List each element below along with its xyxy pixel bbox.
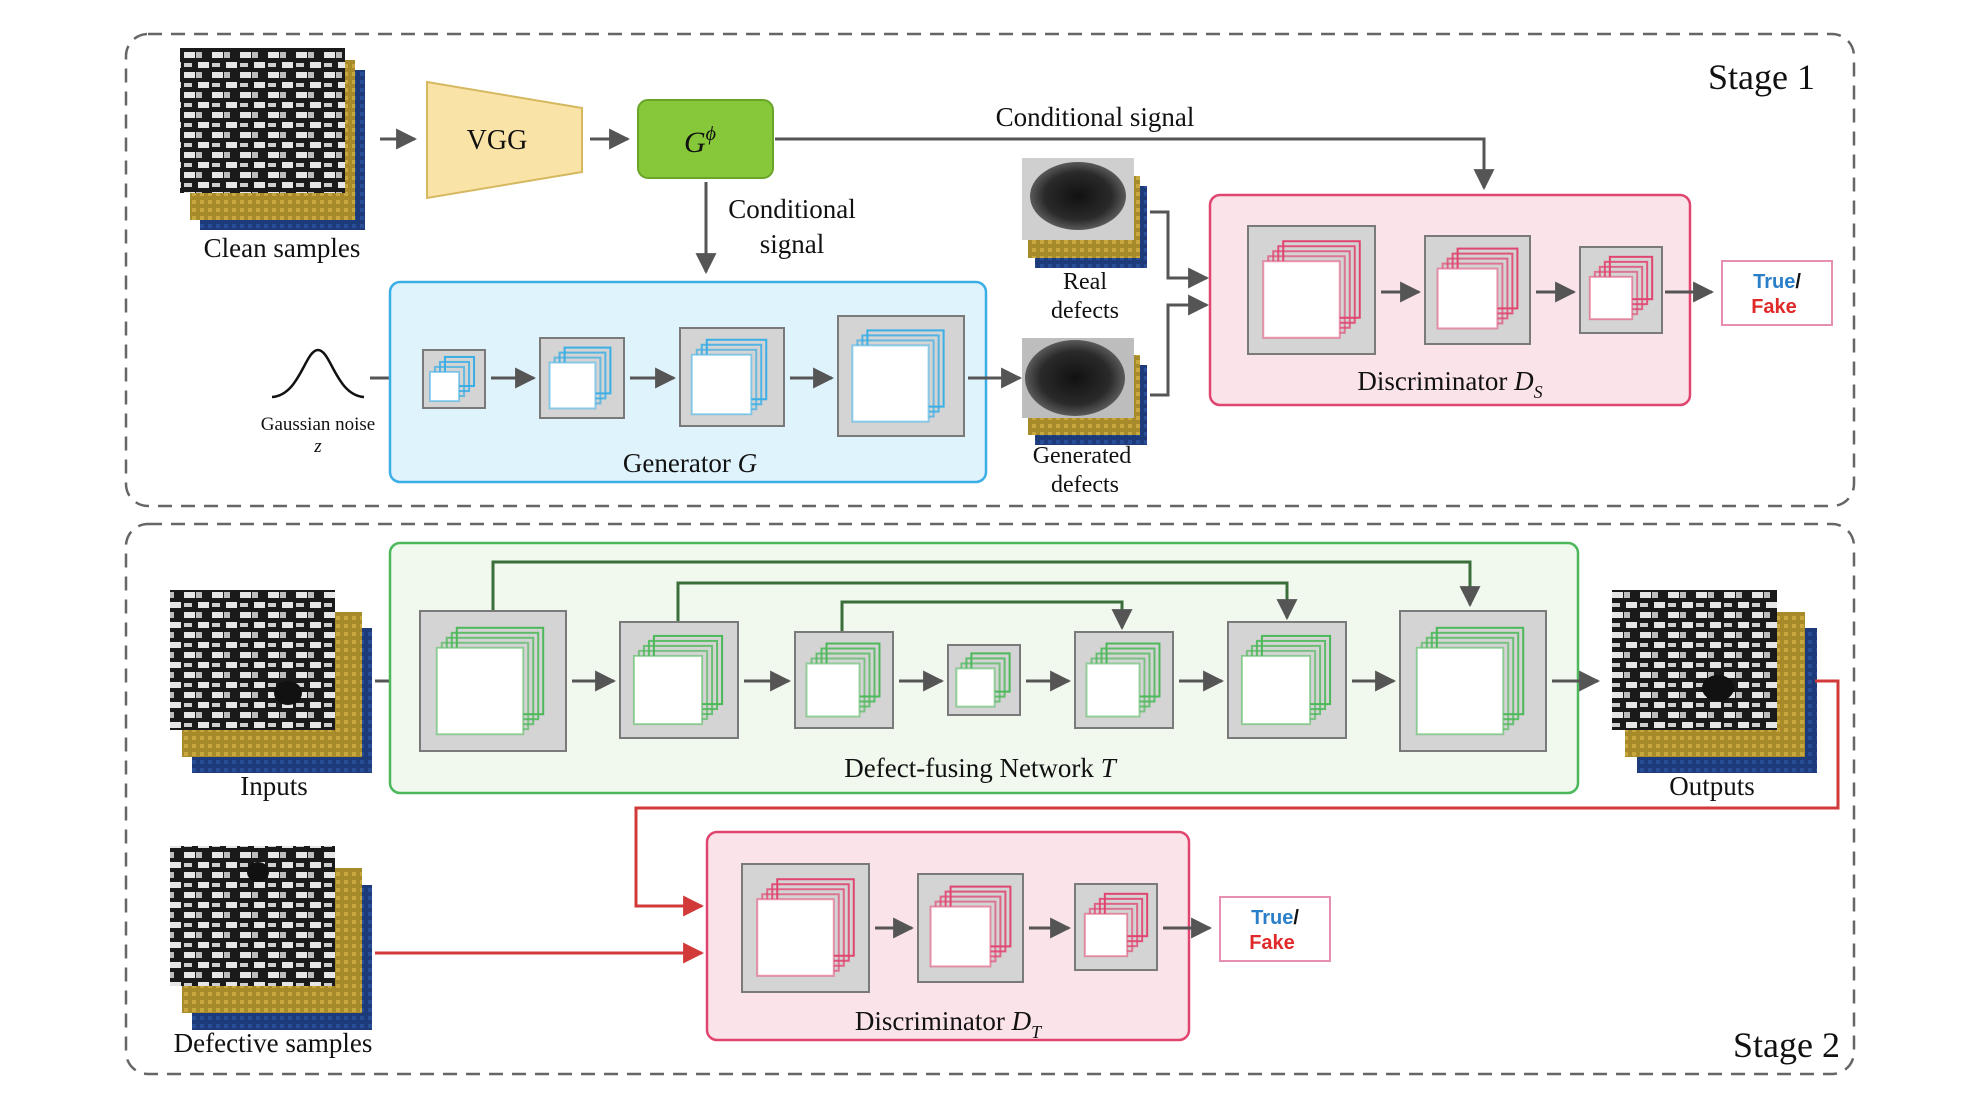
generator-layer bbox=[837, 315, 965, 437]
discriminator-s-layers bbox=[1247, 225, 1663, 355]
network-layer bbox=[1399, 610, 1547, 752]
discriminator-t-layer bbox=[1074, 883, 1158, 971]
true-fake-stage2-line1: True/ bbox=[1251, 907, 1299, 929]
network-layer bbox=[419, 610, 567, 752]
stage2-title: Stage 2 bbox=[1733, 1025, 1840, 1065]
g-phi-label: Gϕ bbox=[684, 123, 716, 159]
true-fake-stage1-line1: True/ bbox=[1753, 271, 1801, 293]
discriminator-s-layer bbox=[1424, 235, 1531, 345]
generator-layer bbox=[422, 349, 486, 409]
skip-connections bbox=[491, 560, 1481, 632]
inputs-stack bbox=[170, 590, 372, 773]
outputs-to-discriminator-arrow bbox=[634, 679, 1840, 917]
network-layer bbox=[1227, 621, 1347, 739]
generated-defects-stack bbox=[1022, 338, 1147, 445]
discriminator-s-label: Discriminator DS bbox=[1357, 366, 1542, 402]
gaussian-noise-label: Gaussian noise bbox=[261, 414, 376, 435]
noise-symbol: z bbox=[313, 436, 322, 457]
generator-layer bbox=[539, 337, 625, 419]
outputs-stack bbox=[1612, 590, 1817, 773]
network-layer bbox=[1074, 631, 1174, 729]
discriminator-t-label: Discriminator DT bbox=[855, 1006, 1043, 1042]
defective-samples-label: Defective samples bbox=[174, 1028, 373, 1058]
conditional-signal-label-line1: Conditional bbox=[728, 194, 856, 224]
defective-samples-stack bbox=[170, 846, 372, 1030]
generated-defects-label-line1: Generated bbox=[1033, 443, 1132, 469]
vgg-block bbox=[426, 80, 583, 200]
generator-layer bbox=[679, 327, 785, 427]
gaussian-curve bbox=[271, 348, 365, 399]
stage1-title: Stage 1 bbox=[1708, 57, 1815, 97]
outputs-label: Outputs bbox=[1669, 771, 1755, 801]
true-fake-box-stage1 bbox=[1721, 260, 1833, 326]
inputs-label: Inputs bbox=[240, 771, 308, 801]
stage1-frame bbox=[124, 32, 1856, 508]
defect-fusing-network-label: Defect-fusing Network T bbox=[844, 753, 1117, 783]
generated-defects-label-line2: defects bbox=[1051, 472, 1119, 498]
conditional-signal-top-label: Conditional signal bbox=[996, 102, 1195, 132]
stage2-frame bbox=[124, 522, 1856, 1076]
network-layer bbox=[794, 631, 894, 729]
clean-samples-label: Clean samples bbox=[204, 233, 361, 263]
real-defects-stack bbox=[1022, 158, 1147, 268]
real-defects-label-line1: Real bbox=[1063, 269, 1107, 295]
true-fake-box-stage2 bbox=[1219, 896, 1331, 962]
fake-stage1: Fake bbox=[1751, 296, 1797, 318]
network-layer bbox=[619, 621, 739, 739]
fake-stage2: Fake bbox=[1249, 932, 1295, 954]
network-layers bbox=[419, 610, 1547, 752]
conditional-signal-arrow-top bbox=[775, 137, 1495, 191]
conditional-signal-label-line2: signal bbox=[760, 229, 825, 259]
generated-to-discriminator-arrow bbox=[1150, 294, 1210, 397]
discriminator-s-layer bbox=[1579, 246, 1663, 334]
discriminator-t-layer bbox=[917, 873, 1024, 983]
real-defects-label-line2: defects bbox=[1051, 298, 1119, 324]
g-phi-block bbox=[637, 99, 774, 179]
generator-layers bbox=[422, 315, 965, 437]
network-layer bbox=[947, 644, 1021, 716]
real-to-discriminator-arrow bbox=[1150, 210, 1210, 289]
discriminator-t-layers bbox=[741, 863, 1158, 993]
discriminator-s-layer bbox=[1247, 225, 1376, 355]
vgg-label: VGG bbox=[467, 125, 528, 156]
discriminator-t-layer bbox=[741, 863, 870, 993]
clean-samples-stack bbox=[180, 48, 365, 230]
generator-label: Generator G bbox=[623, 448, 757, 478]
